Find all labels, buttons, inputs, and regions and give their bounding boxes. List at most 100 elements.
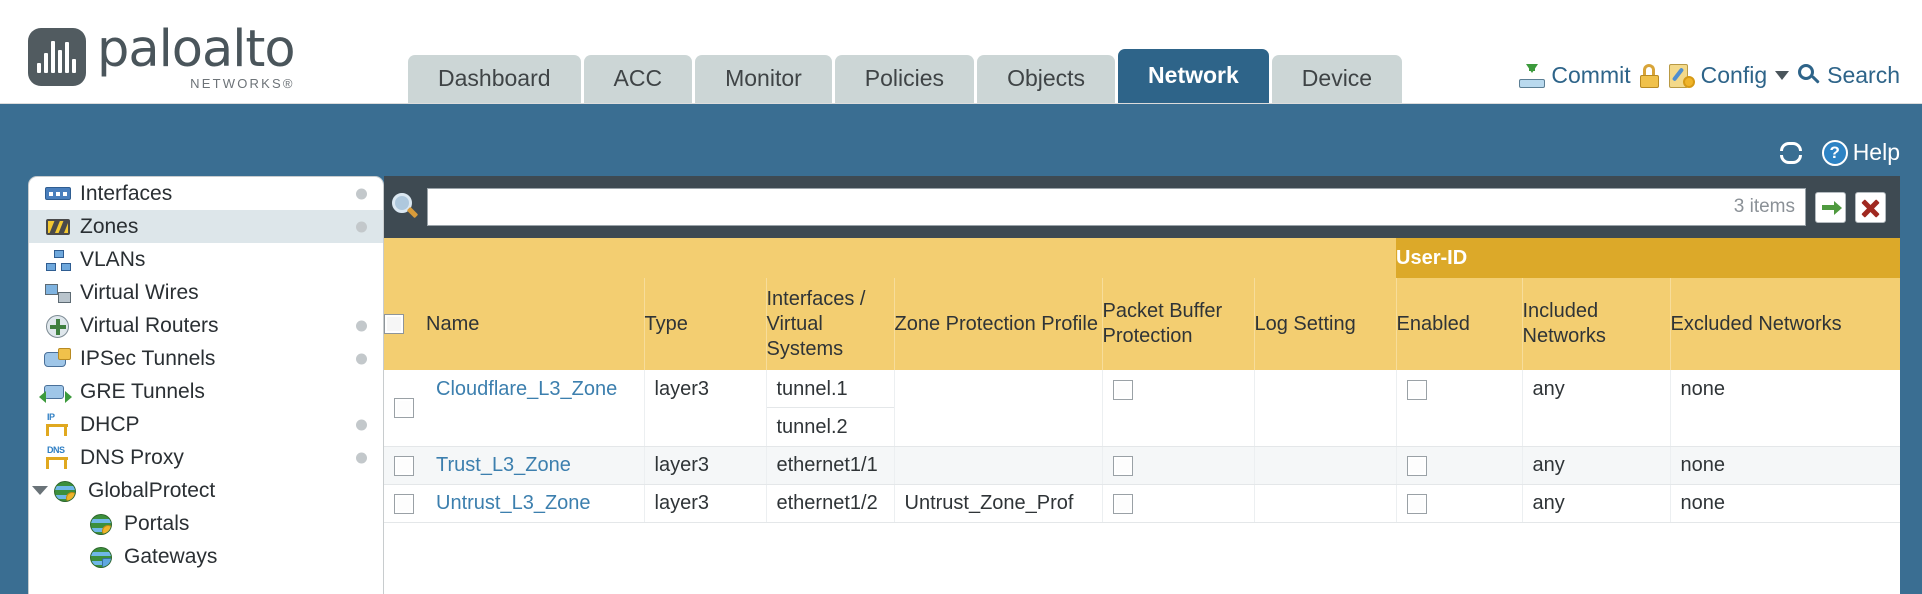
packet-buffer-protection-cell bbox=[1101, 370, 1254, 447]
config-menu[interactable]: Config bbox=[1668, 62, 1790, 89]
sidebar-item-ipsec-tunnels[interactable]: IPSec Tunnels bbox=[29, 342, 383, 375]
sidebar-item-dhcp[interactable]: IP DHCP bbox=[29, 408, 383, 441]
select-all-checkbox[interactable] bbox=[384, 314, 404, 335]
sidebar-item-label: IPSec Tunnels bbox=[80, 346, 216, 370]
virtual-routers-icon bbox=[43, 314, 73, 338]
row-checkbox[interactable] bbox=[394, 455, 414, 476]
tab-objects[interactable]: Objects bbox=[977, 55, 1116, 103]
row-select-cell bbox=[384, 370, 426, 447]
excluded-networks-cell: none bbox=[1669, 370, 1900, 447]
status-dot bbox=[356, 188, 367, 199]
column-header-included-networks[interactable]: Included Networks bbox=[1521, 278, 1670, 370]
config-label: Config bbox=[1700, 62, 1768, 88]
sidebar-item-globalprotect[interactable]: GlobalProtect bbox=[29, 474, 383, 507]
search-input[interactable] bbox=[438, 194, 1726, 220]
sidebar-item-virtual-routers[interactable]: Virtual Routers bbox=[29, 309, 383, 342]
brand-logo[interactable]: paloalto NETWORKS® bbox=[28, 20, 296, 90]
column-header-type[interactable]: Type bbox=[643, 278, 766, 370]
column-header-name[interactable]: Name bbox=[426, 278, 644, 370]
brand-name: paloalto bbox=[97, 20, 296, 79]
packet-buffer-protection-checkbox[interactable] bbox=[1112, 379, 1133, 400]
table-row[interactable]: Trust_L3_Zone layer3 ethernet1/1 any bbox=[384, 446, 1900, 485]
zone-protection-profile-cell bbox=[893, 446, 1102, 485]
sidebar-item-gateways[interactable]: Gateways bbox=[29, 540, 383, 573]
table-row[interactable]: Untrust_L3_Zone layer3 ethernet1/2 Untru… bbox=[384, 484, 1900, 523]
help-label: Help bbox=[1852, 139, 1900, 165]
column-header-log-setting[interactable]: Log Setting bbox=[1253, 278, 1396, 370]
tab-acc[interactable]: ACC bbox=[583, 55, 693, 103]
row-checkbox[interactable] bbox=[394, 493, 414, 514]
clear-filter-button[interactable] bbox=[1855, 191, 1886, 223]
userid-enabled-checkbox[interactable] bbox=[1406, 493, 1427, 514]
tab-network[interactable]: Network bbox=[1118, 49, 1269, 103]
sidebar-item-portals[interactable]: Portals bbox=[29, 507, 383, 540]
zone-name-link[interactable]: Trust_L3_Zone bbox=[436, 454, 571, 476]
commit-icon bbox=[1519, 63, 1546, 88]
status-dot bbox=[356, 221, 367, 232]
filter-bar: 3 items bbox=[384, 176, 1900, 238]
sidebar-item-virtual-wires[interactable]: Virtual Wires bbox=[29, 276, 383, 309]
sidebar-item-label: Zones bbox=[80, 214, 139, 238]
zone-protection-profile-cell: Untrust_Zone_Prof bbox=[893, 484, 1102, 523]
status-dot bbox=[356, 353, 367, 364]
zone-protection-profile-cell bbox=[893, 370, 1102, 447]
zone-type-cell: layer3 bbox=[643, 446, 766, 485]
userid-enabled-checkbox[interactable] bbox=[1406, 379, 1427, 400]
group-header-spacer bbox=[384, 238, 1396, 278]
row-checkbox[interactable] bbox=[394, 398, 414, 419]
tab-monitor[interactable]: Monitor bbox=[695, 55, 832, 103]
column-header-packet-buffer-protection[interactable]: Packet Buffer Protection bbox=[1101, 278, 1254, 370]
zone-type-cell: layer3 bbox=[643, 484, 766, 523]
zones-table-body: Cloudflare_L3_Zone layer3 tunnel.1 tunne… bbox=[384, 370, 1900, 523]
group-header-user-id: User-ID bbox=[1396, 238, 1900, 278]
sidebar-item-gre-tunnels[interactable]: GRE Tunnels bbox=[29, 375, 383, 408]
status-dot bbox=[356, 419, 367, 430]
zones-table-wrapper: User-ID Name Type Interfaces / Virtual S… bbox=[384, 238, 1900, 594]
sidebar-item-label: Virtual Routers bbox=[80, 313, 219, 337]
main-navigation-tabs: Dashboard ACC Monitor Policies Objects N… bbox=[408, 49, 1403, 103]
zone-name-cell: Trust_L3_Zone bbox=[426, 446, 644, 485]
zone-type-cell: layer3 bbox=[643, 370, 766, 447]
select-all-header bbox=[384, 278, 426, 370]
sidebar-item-label: DHCP bbox=[80, 412, 140, 436]
lock-button[interactable] bbox=[1639, 63, 1660, 88]
column-header-enabled[interactable]: Enabled bbox=[1395, 278, 1522, 370]
included-networks-cell: any bbox=[1521, 370, 1670, 447]
packet-buffer-protection-cell bbox=[1101, 484, 1254, 523]
zones-table: User-ID Name Type Interfaces / Virtual S… bbox=[384, 238, 1900, 523]
status-dot bbox=[356, 320, 367, 331]
paloalto-waveform-logo-icon bbox=[28, 28, 86, 86]
zone-interfaces-cell: tunnel.1 tunnel.2 bbox=[765, 370, 894, 447]
apply-filter-button[interactable] bbox=[1815, 191, 1846, 223]
zone-name-link[interactable]: Untrust_L3_Zone bbox=[436, 492, 591, 514]
sidebar-item-zones[interactable]: Zones bbox=[29, 210, 383, 243]
top-header-bar: paloalto NETWORKS® Dashboard ACC Monitor… bbox=[0, 0, 1922, 104]
search-field-wrapper[interactable]: 3 items bbox=[427, 188, 1806, 226]
zone-name-link[interactable]: Cloudflare_L3_Zone bbox=[436, 378, 618, 400]
column-header-interfaces-virtual-systems[interactable]: Interfaces / Virtual Systems bbox=[765, 278, 894, 370]
sidebar-item-interfaces[interactable]: Interfaces bbox=[29, 177, 383, 210]
sidebar-item-label: Portals bbox=[124, 511, 190, 535]
search-button[interactable]: Search bbox=[1798, 62, 1900, 89]
packet-buffer-protection-checkbox[interactable] bbox=[1112, 493, 1133, 514]
refresh-icon[interactable] bbox=[1778, 141, 1804, 165]
help-question-icon: ? bbox=[1821, 139, 1848, 166]
portals-icon bbox=[87, 512, 117, 536]
sidebar-item-vlans[interactable]: VLANs bbox=[29, 243, 383, 276]
tab-device[interactable]: Device bbox=[1271, 55, 1403, 103]
chevron-down-icon bbox=[1775, 71, 1790, 80]
zone-interfaces-cell: ethernet1/1 bbox=[765, 446, 894, 485]
zones-content-panel: 3 items bbox=[384, 176, 1900, 594]
commit-button[interactable]: Commit bbox=[1519, 62, 1631, 89]
tab-policies[interactable]: Policies bbox=[834, 55, 975, 103]
column-header-zone-protection-profile[interactable]: Zone Protection Profile bbox=[893, 278, 1102, 370]
expand-collapse-triangle-icon[interactable] bbox=[29, 486, 51, 495]
userid-enabled-checkbox[interactable] bbox=[1406, 455, 1427, 476]
brand-text: paloalto NETWORKS® bbox=[97, 20, 296, 90]
packet-buffer-protection-checkbox[interactable] bbox=[1112, 455, 1133, 476]
sidebar-item-dns-proxy[interactable]: DNS DNS Proxy bbox=[29, 441, 383, 474]
tab-dashboard[interactable]: Dashboard bbox=[408, 55, 581, 103]
help-button[interactable]: ? Help bbox=[1821, 139, 1900, 166]
column-header-excluded-networks[interactable]: Excluded Networks bbox=[1669, 278, 1900, 370]
